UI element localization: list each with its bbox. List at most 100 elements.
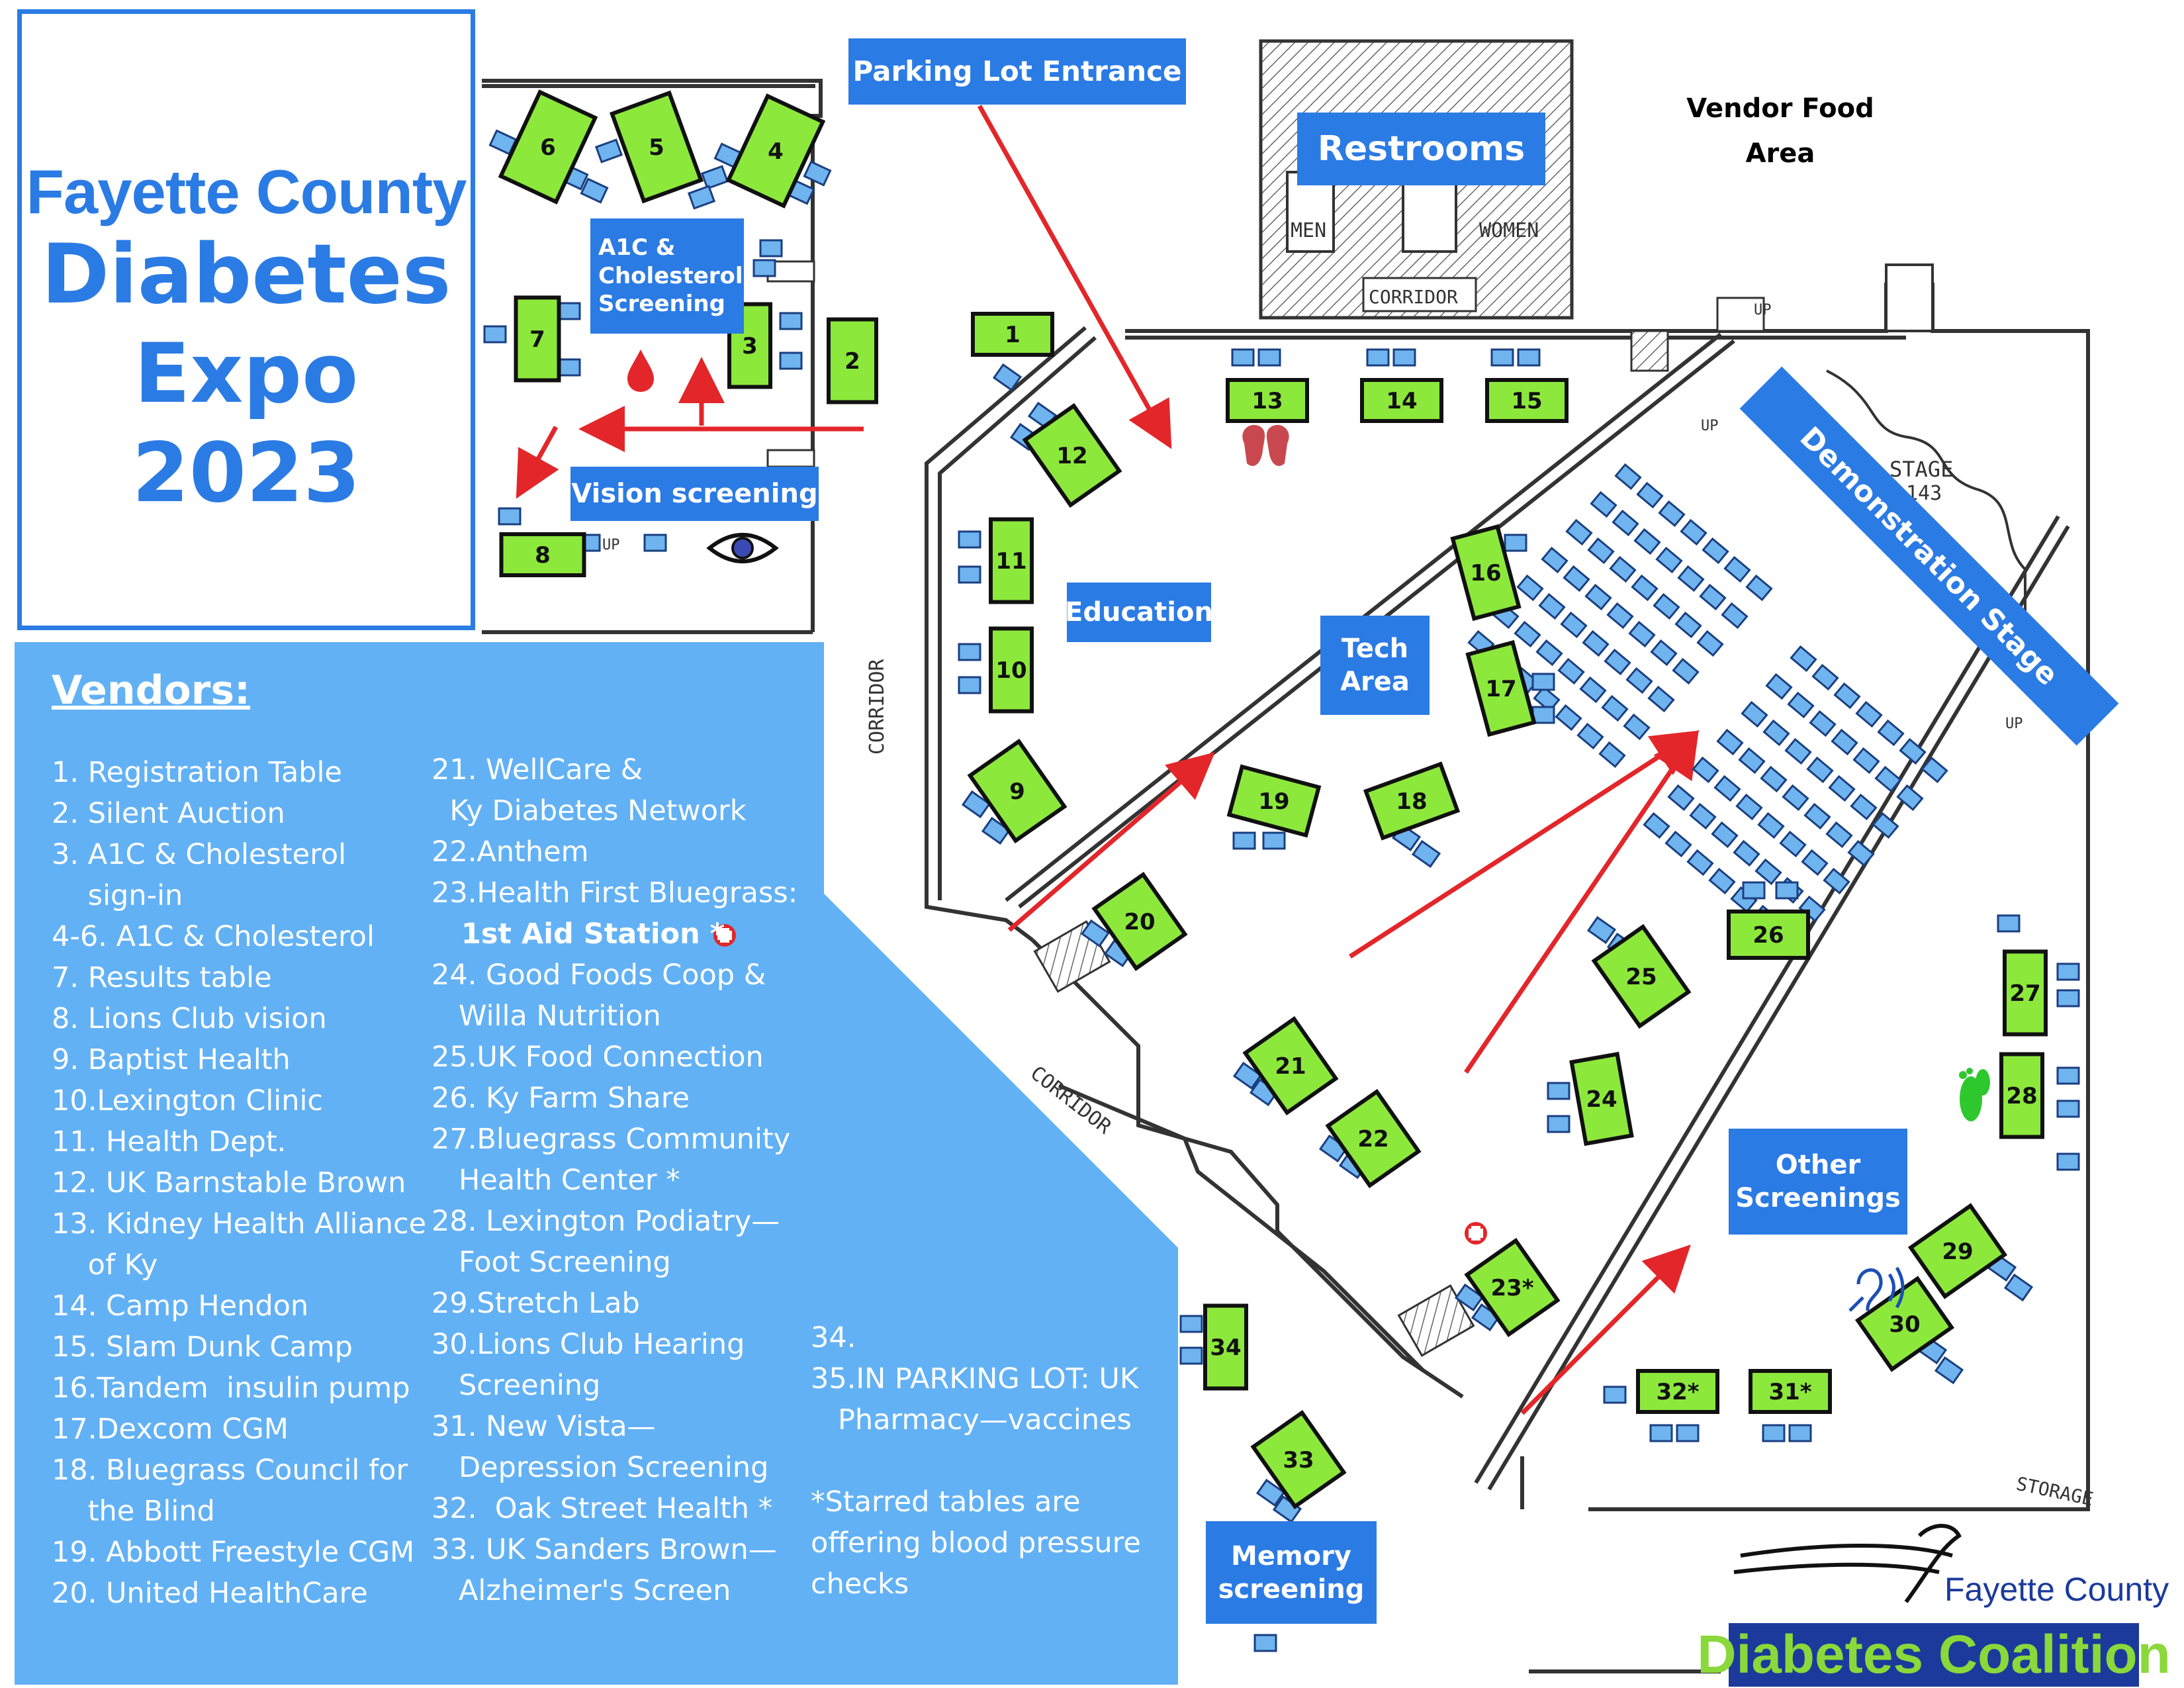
table-number: 17 <box>1485 676 1516 702</box>
table-number: 31* <box>1768 1379 1811 1405</box>
other-screenings-label: Other Screenings <box>1729 1129 1907 1235</box>
table-number: 12 <box>1056 443 1087 469</box>
vendor-line: 14. Camp Hendon <box>52 1289 309 1323</box>
audience-seat <box>1716 728 1744 756</box>
chair <box>1517 348 1541 367</box>
chair <box>992 363 1023 392</box>
chair <box>1179 1315 1203 1333</box>
logo-swoosh-icon <box>1733 1524 1962 1603</box>
audience-seat <box>1790 645 1817 673</box>
audience-seat <box>1754 858 1782 886</box>
audience-seat <box>1643 812 1670 839</box>
vendor-line: 34. <box>811 1321 856 1354</box>
vendor-line: 18. Bluegrass Council for <box>52 1454 408 1487</box>
table-number: 20 <box>1124 909 1155 935</box>
chair <box>498 507 522 526</box>
vendor-table-14: 14 <box>1360 378 1443 423</box>
chair <box>1547 1115 1570 1133</box>
vendor-line: 12. UK Barnstable Brown <box>52 1166 406 1199</box>
vendor-line: 16.Tandem insulin pump <box>52 1372 410 1405</box>
table-number: 25 <box>1625 964 1657 990</box>
chair <box>2056 989 2080 1008</box>
kidney-icon <box>1242 424 1289 466</box>
table-number: 28 <box>2006 1083 2037 1109</box>
audience-seat <box>1565 518 1593 546</box>
vendor-line: of Ky <box>52 1248 158 1282</box>
audience-seat <box>1538 592 1566 620</box>
vendor-table-29: 29 <box>1907 1203 2008 1299</box>
building-walls <box>482 79 2090 1673</box>
vendor-line: Willa Nutrition <box>432 1000 661 1033</box>
audience-seat <box>1612 509 1639 537</box>
audience-seat <box>1809 710 1837 737</box>
audience-seat <box>1765 673 1793 700</box>
audience-seat <box>1631 574 1659 602</box>
vendor-table-3: 3 <box>727 302 772 389</box>
table-number: 11 <box>995 548 1026 575</box>
eye-icon <box>706 533 779 563</box>
vendor-line: 29.Stretch Lab <box>432 1287 640 1320</box>
vendor-table-10: 10 <box>989 626 1034 714</box>
audience-seat <box>1735 793 1763 821</box>
chair <box>557 302 581 320</box>
vendor-line: Screening <box>432 1369 601 1402</box>
vendors-panel <box>15 642 1178 1685</box>
audience-seat <box>1563 565 1590 592</box>
audience-seat <box>1609 555 1637 583</box>
table-number: 6 <box>540 134 556 161</box>
vendor-table-18: 18 <box>1363 761 1461 841</box>
audience-seat <box>1606 602 1634 630</box>
table-number: 32* <box>1656 1379 1699 1405</box>
vendor-table-11: 11 <box>989 517 1034 604</box>
table-number: 15 <box>1511 388 1542 414</box>
vendors-column-2: 21. WellCare & Ky Diabetes Network 22.An… <box>432 749 797 1611</box>
vendor-line: Health Center * <box>432 1164 680 1197</box>
audience-seat <box>1828 774 1856 802</box>
audience-seat <box>1633 528 1661 555</box>
a1c-screening-label: A1C & Cholesterol Screening <box>590 218 744 334</box>
vendor-table-2: 2 <box>827 317 878 404</box>
audience-seat <box>1831 728 1858 756</box>
vendor-line: 4-6. A1C & Cholesterol <box>52 920 375 953</box>
audience-seat <box>1598 741 1626 769</box>
vendor-line: 23.Health First Bluegrass: <box>432 876 798 910</box>
corridor-label-top: CORRIDOR <box>1369 286 1458 308</box>
table-number: 29 <box>1942 1239 1973 1265</box>
table-number: 8 <box>535 542 551 569</box>
up-label-1: UP <box>1754 302 1772 318</box>
audience-seat <box>1877 719 1905 747</box>
vendor-line <box>811 1440 1141 1481</box>
vendor-table-25: 25 <box>1591 923 1692 1029</box>
audience-seat <box>1850 793 1878 821</box>
up-label-4: UP <box>602 537 620 553</box>
vendor-line: 11. Health Dept. <box>52 1125 287 1158</box>
chair <box>1366 348 1390 367</box>
chair <box>1179 1346 1203 1365</box>
audience-seat <box>1711 821 1739 849</box>
chair <box>752 259 776 277</box>
vendor-table-33: 33 <box>1250 1409 1347 1510</box>
chair <box>958 643 981 661</box>
vendor-line: 15. Slam Dunk Camp <box>52 1331 353 1364</box>
vendor-line: 27.Bluegrass Community <box>432 1123 791 1156</box>
audience-seat <box>1921 756 1948 784</box>
chair <box>759 239 783 258</box>
table-number: 2 <box>844 348 860 375</box>
vendor-line-first-aid: 1st Aid Station * <box>432 917 725 951</box>
chair <box>580 177 609 204</box>
vendor-line: Foot Screening <box>432 1246 671 1279</box>
first-aid-icon <box>1465 1222 1487 1244</box>
audience-seat <box>1541 546 1569 574</box>
vendor-line: 24. Good Foods Coop & <box>432 959 766 992</box>
vendors-column-3: 34. 35.IN PARKING LOT: UK Pharmacy—vacci… <box>811 1317 1141 1605</box>
chair <box>1257 348 1281 367</box>
audience-seat <box>1738 747 1766 774</box>
chair <box>1490 348 1514 367</box>
chair <box>1762 1424 1786 1442</box>
audience-seat <box>1516 574 1544 602</box>
table-number: 26 <box>1752 922 1784 949</box>
vendor-line: 33. UK Sanders Brown— <box>432 1533 777 1566</box>
vendor-line: 1. Registration Table <box>52 756 342 789</box>
audience-seat <box>1555 704 1582 731</box>
audience-seat <box>1655 546 1683 574</box>
